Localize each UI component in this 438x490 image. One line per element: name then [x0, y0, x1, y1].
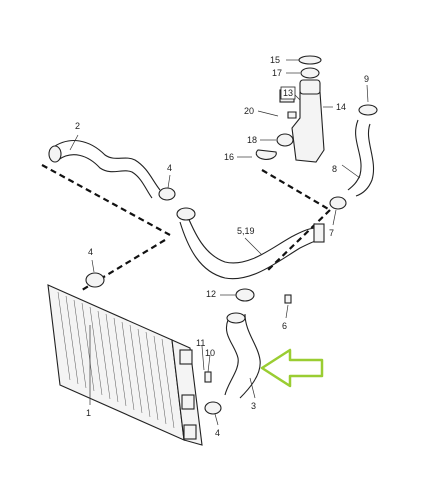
label-13: 13	[283, 88, 293, 98]
label-11: 11	[196, 338, 205, 348]
label-20: 20	[244, 106, 254, 116]
label-1: 1	[86, 408, 91, 418]
label-4-top: 4	[167, 163, 172, 173]
label-4-bottom: 4	[215, 428, 220, 438]
hose-3[interactable]	[224, 312, 261, 399]
label-4-left: 4	[88, 247, 93, 257]
label-17: 17	[272, 68, 282, 78]
pipe-5-19[interactable]	[176, 207, 325, 280]
label-12: 12	[206, 289, 216, 299]
label-6: 6	[282, 321, 287, 331]
label-16: 16	[224, 152, 234, 162]
leader-lines	[69, 59, 369, 426]
intercooler[interactable]	[47, 284, 203, 446]
connector-assembly[interactable]	[255, 55, 325, 163]
part-labels: 1 2 3 4 4 4 5,19 6 7 8 9 10 11 12 13 14 …	[75, 55, 369, 438]
highlight-arrow	[260, 348, 324, 388]
label-13-box: 13	[280, 86, 296, 100]
label-5-19: 5,19	[237, 226, 255, 236]
label-18: 18	[247, 135, 257, 145]
label-8: 8	[332, 164, 337, 174]
label-2: 2	[75, 121, 80, 131]
label-15: 15	[270, 55, 280, 65]
label-14: 14	[336, 102, 346, 112]
label-3: 3	[251, 401, 256, 411]
clamps[interactable]	[85, 187, 292, 415]
hose-8[interactable]	[329, 104, 378, 210]
label-7: 7	[329, 228, 334, 238]
label-9: 9	[364, 74, 369, 84]
hose-2[interactable]	[48, 140, 161, 199]
label-10: 10	[205, 348, 215, 358]
reference-lines	[41, 164, 331, 291]
